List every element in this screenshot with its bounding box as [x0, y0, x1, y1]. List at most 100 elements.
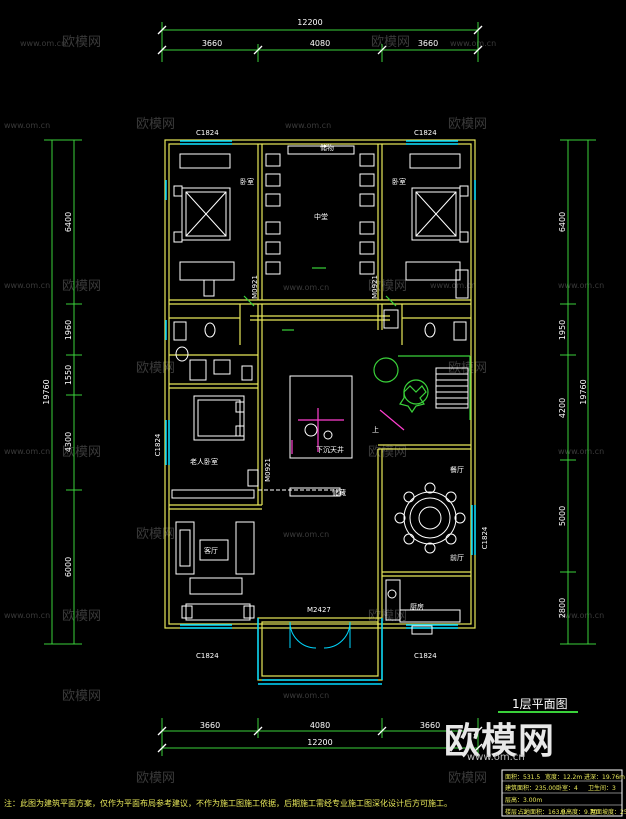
courtyard — [258, 375, 353, 497]
brand-url: www.om.cn — [467, 752, 525, 763]
title-block-cell: 屋面坡度：25° — [590, 808, 626, 816]
watermark: 欧模网 — [62, 689, 101, 704]
room-labels: 卧室 卧室 中堂 老人卧室 下沉天井 客厅 餐厅 前厅 厨房 储藏 储物 上 — [190, 143, 464, 611]
dim-left-seg-2: 1960 — [64, 320, 73, 340]
door-label: M2427 — [307, 606, 331, 614]
dim-right-total: 19760 — [579, 379, 588, 404]
title-block-cell: 卧室：4 — [556, 784, 578, 792]
door-label: M0921 — [264, 458, 272, 482]
dim-top-seg-1: 3660 — [202, 39, 222, 48]
window-label: C1824 — [154, 433, 162, 456]
watermark-url: www.om.cn — [285, 121, 331, 130]
room-label-living: 客厅 — [204, 546, 218, 555]
window-label: C1824 — [481, 526, 489, 549]
watermark-url: www.om.cn — [558, 447, 604, 456]
hall-chairs — [265, 145, 375, 275]
watermark: 欧模网 — [448, 117, 487, 132]
title-block-cell: 面积：531.5 — [505, 773, 540, 781]
dim-right-seg-4: 5000 — [558, 506, 567, 526]
drawing-title: 1层平面图 — [512, 697, 568, 711]
dim-right-seg-5: 2800 — [558, 598, 567, 618]
watermark-url: www.om.cn — [4, 281, 50, 290]
watermark-url: www.om.cn — [450, 39, 496, 48]
bed-right — [405, 153, 469, 299]
watermark: 欧模网 — [136, 117, 175, 132]
dim-top-total: 12200 — [297, 18, 322, 27]
watermark: 欧模网 — [62, 279, 101, 294]
footer-note: 注：此图为建筑平面方案，仅作为平面布局参考建议，不作为施工图施工依据，后期施工需… — [4, 798, 452, 808]
title-block-cell: 卫生间：3 — [588, 784, 616, 792]
watermark-url: www.om.cn — [430, 281, 476, 290]
watermark-url: www.om.cn — [283, 691, 329, 700]
brand-logo: 欧模网 — [444, 721, 556, 762]
watermark-url: www.om.cn — [20, 39, 66, 48]
dim-left-seg-5: 6000 — [64, 557, 73, 577]
dim-right-seg-1: 6400 — [558, 212, 567, 232]
watermark-layer: 欧模网 www.om.cn 欧模网 www.om.cn 欧模网 www.om.c… — [4, 35, 604, 786]
room-label-lobby: 前厅 — [450, 553, 464, 562]
walls — [164, 139, 476, 681]
room-label-bedroom-right: 卧室 — [392, 177, 406, 186]
title-block-cell: 宽度：12.2m — [545, 773, 582, 781]
living-sofa — [175, 521, 255, 621]
entry-doors — [289, 621, 351, 649]
dim-top-seg-3: 3660 — [418, 39, 438, 48]
window-label: C1824 — [196, 129, 219, 137]
title-block-cell: 建筑面积：235.00 — [505, 784, 556, 792]
title-block-cell: 层高：3.00m — [505, 796, 542, 804]
dim-right-seg-2: 1950 — [558, 320, 567, 340]
dim-top-seg-2: 4080 — [310, 39, 330, 48]
room-label-storage: 储物 — [320, 143, 334, 152]
watermark-url: www.om.cn — [283, 283, 329, 292]
dim-bottom-seg-2: 4080 — [310, 721, 330, 730]
room-label-elder: 老人卧室 — [190, 457, 218, 466]
watermark-url: www.om.cn — [4, 447, 50, 456]
room-label-dining: 餐厅 — [450, 465, 464, 474]
dim-left-seg-1: 6400 — [64, 212, 73, 232]
room-label-central: 中堂 — [314, 212, 328, 221]
dimension-ticks — [157, 25, 483, 753]
windows — [165, 140, 476, 685]
window-labels: C1824 C1824 C1824 C1824 C1824 C1824 M092… — [154, 129, 489, 660]
window-label: C1824 — [414, 652, 437, 660]
dimension-labels: 12200 3660 4080 3660 3660 4080 3660 1220… — [42, 18, 588, 747]
bed-left — [173, 153, 235, 297]
dim-bottom-seg-1: 3660 — [200, 721, 220, 730]
watermark: 欧模网 — [448, 771, 487, 786]
toilets — [173, 309, 467, 381]
door-label: M0921 — [251, 275, 259, 299]
stair — [435, 367, 469, 409]
title-block-cell: 进深：19.76m — [584, 773, 625, 781]
watermark: 欧模网 — [62, 445, 101, 460]
window-label: C1824 — [196, 652, 219, 660]
dim-right-seg-3: 4200 — [558, 398, 567, 418]
bed-elder — [171, 395, 259, 499]
window-label: C1824 — [414, 129, 437, 137]
furniture — [171, 145, 469, 649]
dimension-lines — [44, 22, 596, 756]
watermark-url: www.om.cn — [558, 611, 604, 620]
watermark-url: www.om.cn — [558, 281, 604, 290]
room-label-cabinet: 储藏 — [332, 488, 346, 497]
accent-marks — [243, 267, 471, 454]
door-label: M0921 — [371, 275, 379, 299]
room-label-bedroom-left: 卧室 — [240, 177, 254, 186]
watermark: 欧模网 — [136, 771, 175, 786]
watermark-url: www.om.cn — [4, 611, 50, 620]
kitchen-counter — [385, 579, 461, 635]
dim-left-total: 19760 — [42, 379, 51, 404]
watermark-url: www.om.cn — [4, 121, 50, 130]
dim-bottom-total: 12200 — [307, 738, 332, 747]
watermark: 欧模网 — [62, 35, 101, 50]
title-block-cell: 总高度：9.70 — [560, 808, 598, 816]
title-block: 面积：531.5 宽度：12.2m 进深：19.76m 建筑面积：235.00 … — [501, 769, 626, 817]
dim-left-seg-3: 1550 — [64, 365, 73, 385]
up-mark: 上 — [372, 425, 379, 434]
watermark-url: www.om.cn — [283, 530, 329, 539]
room-label-kitchen: 厨房 — [410, 602, 424, 611]
watermark: 欧模网 — [371, 35, 410, 50]
dining-table — [394, 482, 466, 554]
watermark: 欧模网 — [62, 609, 101, 624]
dim-left-seg-4: 4300 — [64, 432, 73, 452]
